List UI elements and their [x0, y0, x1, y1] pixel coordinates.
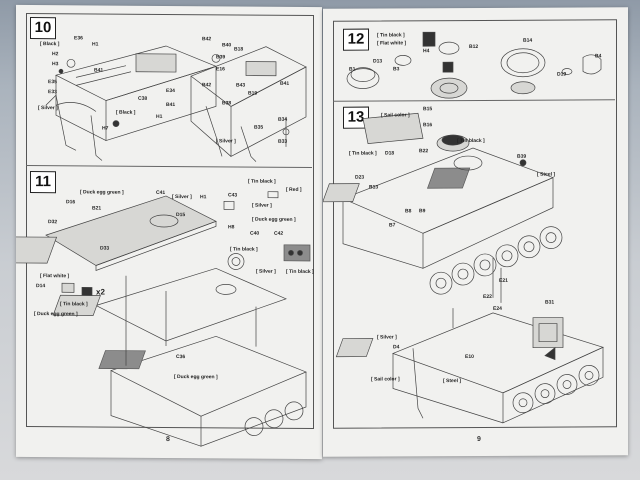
- assembly-drawing-left: [16, 45, 311, 447]
- assembly-drawing-right: [323, 31, 604, 424]
- paint-label: [ Tin black ]: [377, 32, 405, 39]
- part-number: C41: [156, 189, 166, 196]
- part-number: B41: [166, 101, 176, 109]
- part-number: E22: [483, 293, 492, 300]
- part-number: B12: [469, 43, 479, 51]
- paint-label: [ Duck egg green ]: [80, 189, 124, 196]
- part-number: B9: [419, 208, 426, 215]
- part-number: H4: [423, 48, 430, 55]
- part-number: H2: [52, 51, 59, 58]
- paint-label: [ Silver ]: [216, 138, 236, 145]
- part-number: B41: [280, 80, 290, 87]
- paint-label: [ Duck egg green ]: [174, 374, 218, 381]
- paint-label: [ Silver ]: [38, 105, 58, 112]
- paint-label: [ Flat white ]: [40, 273, 70, 280]
- paint-label: [ Silver ]: [256, 268, 276, 275]
- paint-label: [ Black ]: [116, 109, 136, 116]
- part-number: H8: [228, 224, 235, 231]
- part-number: B4: [595, 53, 602, 60]
- part-number: D19: [557, 71, 567, 78]
- part-number: B38: [222, 100, 232, 107]
- paint-label: [ Silver ]: [172, 194, 192, 201]
- part-number: D32: [48, 219, 58, 226]
- page-number: 9: [477, 435, 481, 443]
- paint-label: [ Tin black ]: [230, 246, 258, 253]
- part-number: D16: [66, 199, 76, 206]
- paint-label: [ Tin black ]: [286, 268, 314, 276]
- paint-label: [ Steel ]: [443, 378, 462, 385]
- paint-label: [ Tin black ]: [457, 137, 485, 145]
- paint-label: [ Tin black ]: [60, 301, 88, 308]
- part-number: D13: [373, 58, 383, 65]
- part-number: D15: [176, 212, 186, 219]
- part-number: E36: [74, 35, 83, 42]
- part-number: B8: [405, 208, 412, 215]
- part-number: B40: [222, 42, 232, 49]
- paint-label: [ Red ]: [286, 186, 302, 193]
- part-number: C43: [228, 192, 238, 199]
- part-number: B35: [254, 124, 264, 131]
- part-number: D14: [36, 283, 46, 290]
- part-number: E35: [48, 79, 57, 86]
- part-number: B13: [369, 184, 379, 191]
- part-number: B34: [278, 116, 288, 123]
- paint-label: [ Silver ]: [252, 202, 272, 209]
- part-number: E34: [166, 87, 175, 95]
- part-number: B42: [202, 36, 212, 43]
- paint-label: [ Duck egg green ]: [252, 216, 296, 223]
- part-number: B19: [248, 90, 258, 97]
- instruction-page-left: 10 11: [16, 4, 322, 460]
- part-number: C38: [138, 95, 148, 102]
- part-number: B33: [278, 138, 288, 145]
- part-number: E16: [216, 66, 225, 73]
- part-number: B39: [517, 153, 527, 160]
- paint-label: [ Tin black ]: [349, 150, 377, 157]
- paint-label: [ Sail color ]: [381, 112, 410, 119]
- paint-label: [ Black ]: [40, 41, 60, 48]
- paint-label: [ Silver ]: [377, 334, 397, 341]
- instruction-page-right: 12 13: [323, 7, 628, 457]
- part-number: E33: [48, 89, 57, 96]
- part-number: B31: [545, 299, 555, 306]
- paint-label: [ Duck egg green ]: [34, 311, 78, 318]
- part-number: B3: [393, 66, 400, 73]
- part-number: C40: [250, 230, 260, 237]
- part-number: H3: [52, 61, 59, 68]
- part-number: D23: [355, 174, 365, 181]
- part-number: E21: [499, 277, 508, 284]
- part-number: B1: [349, 66, 356, 73]
- paint-label: [ Tin black ]: [248, 178, 276, 185]
- part-number: B41: [94, 67, 104, 74]
- part-number: C36: [176, 354, 186, 361]
- quantity-callout: x2: [96, 287, 105, 297]
- part-number: C42: [274, 230, 284, 237]
- part-number: B18: [234, 46, 244, 53]
- part-number: B15: [423, 106, 433, 113]
- part-number: E24: [493, 305, 502, 312]
- part-number: H7: [102, 125, 109, 132]
- part-number: H1: [200, 194, 207, 201]
- part-number: D33: [100, 245, 110, 252]
- part-number: B21: [92, 205, 102, 212]
- page-number: 8: [166, 435, 170, 444]
- part-number: B16: [423, 122, 433, 129]
- part-number: B14: [523, 37, 533, 44]
- part-number: B7: [389, 222, 396, 229]
- paint-label: [ Steel ]: [537, 171, 556, 178]
- part-number: B42: [202, 82, 212, 89]
- part-number: H1: [156, 113, 163, 120]
- part-number: B22: [419, 148, 429, 155]
- part-number: E10: [465, 354, 474, 361]
- part-number: B39: [216, 54, 226, 61]
- paint-label: [ Sail color ]: [371, 376, 400, 383]
- part-number: D18: [385, 150, 395, 157]
- part-number: H1: [92, 41, 99, 48]
- part-number: B43: [236, 82, 246, 89]
- paint-label: [ Flat white ]: [377, 40, 407, 47]
- part-number: D4: [393, 344, 400, 351]
